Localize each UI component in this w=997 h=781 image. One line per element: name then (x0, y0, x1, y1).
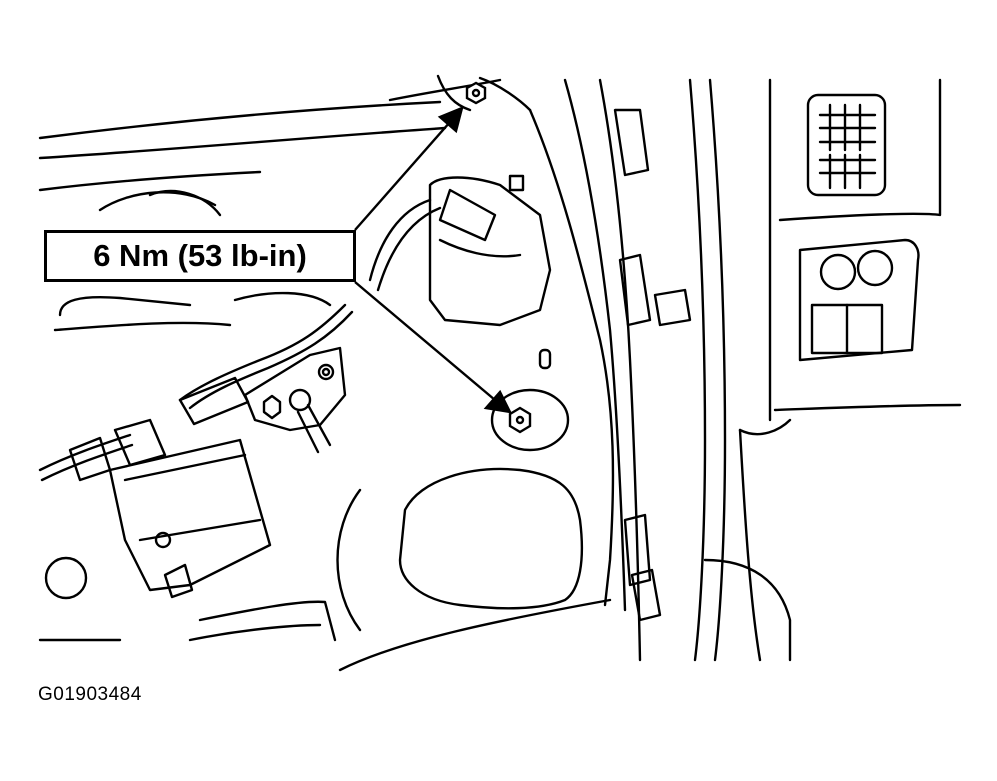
vent-grille (806, 93, 887, 197)
actuator-housing (108, 438, 272, 599)
nut-upper (465, 81, 487, 105)
round-hole (44, 556, 88, 600)
body-pillar (703, 78, 962, 662)
upper-trim-curves (53, 189, 332, 332)
callout-leaders (354, 105, 513, 414)
door-frame-outline (38, 74, 615, 607)
mounting-plate (243, 346, 347, 454)
torque-spec-label: 6 Nm (53 lb-in) (44, 230, 356, 282)
lock-module (428, 174, 552, 327)
lower-trim (38, 598, 612, 672)
hinge-pillar (563, 78, 727, 662)
switch-panel (798, 238, 920, 362)
nut-lower (508, 406, 532, 434)
nut-boss (490, 348, 570, 452)
access-hole (336, 467, 584, 632)
figure-id: G01903484 (38, 684, 142, 705)
